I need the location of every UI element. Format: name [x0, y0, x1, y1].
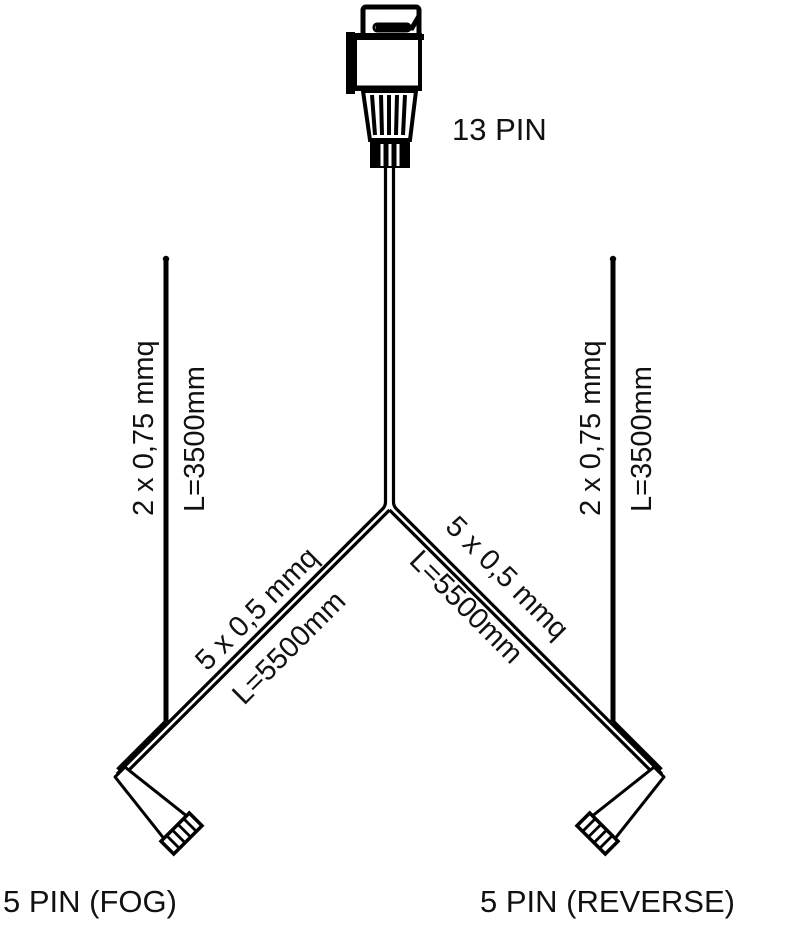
left-connector-label: 5 PIN (FOG): [3, 884, 177, 919]
left-side-wire-length: L=3500mm: [179, 366, 211, 512]
right-side-wire: [609, 255, 663, 772]
left-branch-cable: [121, 508, 391, 778]
left-side-wire: [116, 255, 170, 772]
main-connector-label: 13 PIN: [452, 112, 547, 147]
connector-5-pin-reverse-icon: [574, 765, 666, 857]
left-side-wire-spec: 2 x 0,75 mmq: [128, 340, 160, 516]
right-side-wire-length: L=3500mm: [626, 366, 658, 512]
right-side-wire-spec: 2 x 0,75 mmq: [575, 340, 607, 516]
connector-5-pin-fog-icon: [113, 765, 205, 857]
connector-13-pin-icon: [346, 4, 424, 168]
right-branch-cable: [388, 508, 658, 778]
right-connector-label: 5 PIN (REVERSE): [480, 884, 735, 919]
main-cable: [115, 168, 664, 776]
